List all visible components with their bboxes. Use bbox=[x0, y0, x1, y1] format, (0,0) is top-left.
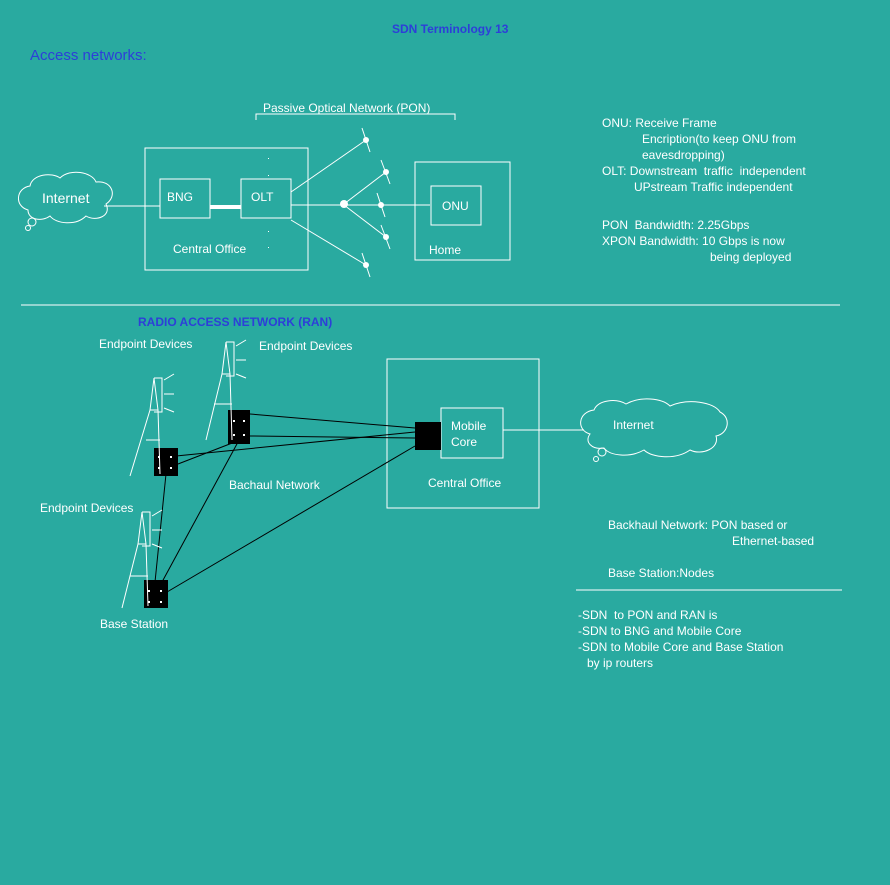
home-label: Home bbox=[429, 243, 462, 257]
note-xpon-bandwidth: XPON Bandwidth: 10 Gbps is now bbox=[602, 234, 785, 248]
olt-label: OLT bbox=[251, 190, 274, 204]
note-sdn-2: -SDN to BNG and Mobile Core bbox=[578, 624, 742, 638]
endpoint-devices-label-3: Endpoint Devices bbox=[40, 501, 134, 515]
internet-cloud-ran bbox=[580, 398, 728, 458]
note-sdn-3: -SDN to Mobile Core and Base Station bbox=[578, 640, 784, 654]
mobile-core-label-2: Core bbox=[451, 435, 478, 449]
internet-label-ran: Internet bbox=[613, 418, 654, 432]
mobile-core-label-1: Mobile bbox=[451, 419, 487, 433]
note-xpon-deployed: being deployed bbox=[710, 250, 792, 264]
note-backhaul-2: Ethernet-based bbox=[732, 534, 815, 548]
olt-box bbox=[240, 178, 292, 219]
access-networks-heading: Access networks: bbox=[30, 47, 147, 64]
note-sdn-1: -SDN to PON and RAN is bbox=[578, 608, 718, 622]
note-backhaul-1: Backhaul Network: PON based or bbox=[608, 518, 788, 532]
central-office-box-pon bbox=[144, 147, 309, 271]
endpoint-devices-label-1: Endpoint Devices bbox=[99, 337, 193, 351]
backhaul-network-label: Bachaul Network bbox=[229, 478, 320, 492]
note-base-station: Base Station:Nodes bbox=[608, 566, 715, 580]
internet-label-pon: Internet bbox=[42, 190, 90, 206]
pon-brace bbox=[255, 113, 456, 120]
note-olt-downstream: OLT: Downstream traffic independent bbox=[602, 164, 806, 178]
central-office-label-ran: Central Office bbox=[428, 476, 502, 490]
central-office-box-ran bbox=[386, 358, 540, 509]
antenna-icons bbox=[121, 339, 247, 609]
internet-cloud-pon bbox=[18, 171, 113, 224]
onu-label: ONU bbox=[442, 199, 469, 213]
note-onu-eavesdrop: eavesdropping) bbox=[642, 148, 725, 162]
pon-brace-label: Passive Optical Network (PON) bbox=[263, 101, 431, 115]
endpoint-devices-label-2: Endpoint Devices bbox=[259, 339, 353, 353]
onu-box bbox=[430, 185, 482, 226]
page-title: SDN Terminology 13 bbox=[392, 22, 509, 36]
base-station-label: Base Station bbox=[100, 617, 169, 631]
router-node bbox=[415, 422, 441, 450]
central-office-label-pon: Central Office bbox=[173, 242, 247, 256]
note-olt-upstream: UPstream Traffic independent bbox=[634, 180, 793, 194]
bng-label: BNG bbox=[167, 190, 194, 204]
base-station-node-2 bbox=[154, 448, 178, 476]
note-sdn-4: by ip routers bbox=[587, 656, 654, 670]
note-pon-bandwidth: PON Bandwidth: 2.25Gbps bbox=[602, 218, 750, 232]
note-onu: ONU: Receive Frame bbox=[602, 116, 717, 130]
note-onu-encryption: Encription(to keep ONU from bbox=[642, 132, 797, 146]
home-box bbox=[414, 161, 511, 261]
bng-box bbox=[159, 178, 211, 219]
ran-heading: RADIO ACCESS NETWORK (RAN) bbox=[138, 315, 333, 329]
